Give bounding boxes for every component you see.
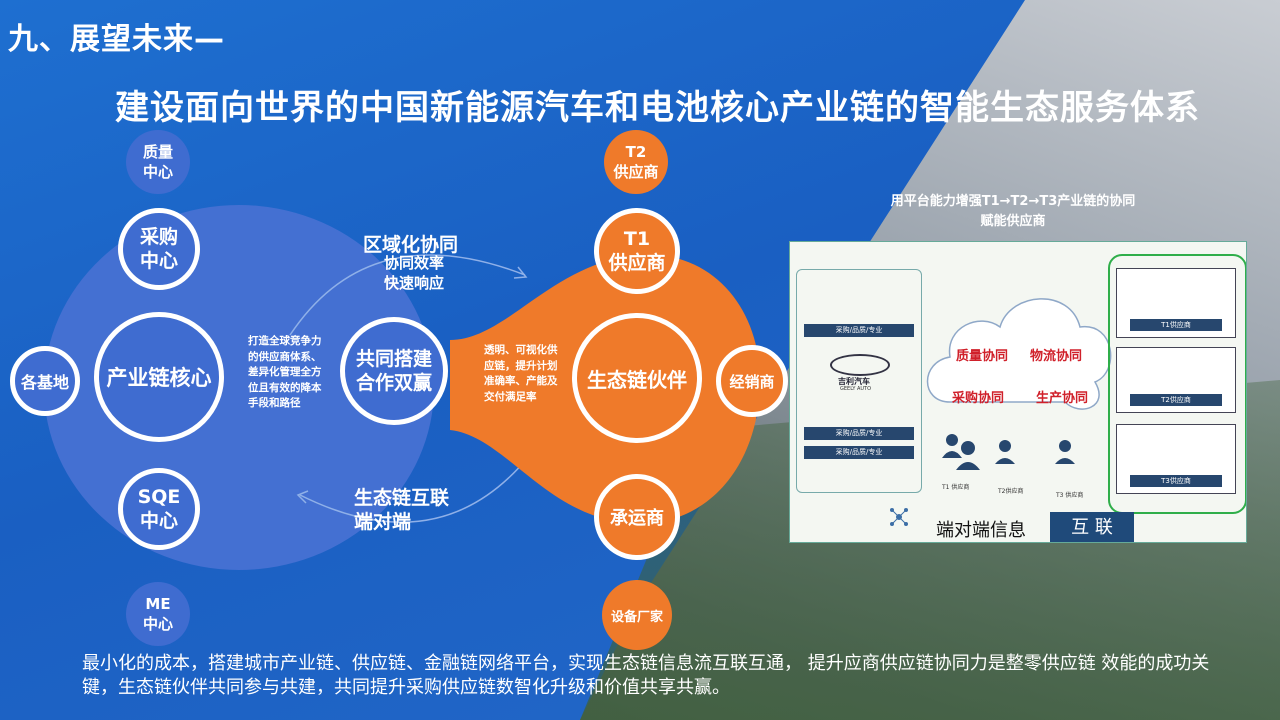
- cloud-label-production: 生产协同: [1036, 391, 1089, 406]
- geely-logo-text: 吉利汽车: [838, 377, 870, 386]
- equipment-vendor-circle: 设备厂家: [602, 580, 672, 650]
- geely-logo-icon: [830, 354, 890, 376]
- people-icons: [942, 434, 1075, 470]
- footer-badge: 互 联: [1050, 512, 1134, 542]
- bottom-summary: 最小化的成本，搭建城市产业链、供应链、金融链网络平台，实现生态链信息流互联互通，…: [82, 653, 1210, 698]
- bases-circle: 各基地: [10, 346, 80, 416]
- regional-collab-title: 区域化协同: [363, 234, 459, 256]
- cloud-label-quality: 质量协同: [956, 349, 1009, 364]
- cloud-label-logistics: 物流协同: [1030, 349, 1083, 364]
- ecosystem-partner-circle: 生态链伙伴: [572, 313, 702, 443]
- section-title: 九、展望未来—: [8, 22, 225, 57]
- carrier-circle: 承运商: [594, 474, 680, 560]
- cloud-label-procurement: 采购协同: [952, 391, 1005, 406]
- people-label-t3: T3 供应商: [1056, 492, 1084, 499]
- me-center-circle: ME 中心: [126, 582, 190, 646]
- tier-group-box: [1108, 254, 1246, 514]
- ecosystem-e2e-title: 生态链互联 端对端: [354, 487, 450, 533]
- t1-supplier-circle: T1 供应商: [594, 208, 680, 294]
- left-bar-1: 采购/品质/专业: [804, 324, 914, 337]
- main-title: 建设面向世界的中国新能源汽车和电池核心产业链的智能生态服务体系: [115, 88, 1200, 128]
- tier1-bar: T1供应商: [1130, 319, 1222, 331]
- collaboration-center-circle: 共同搭建 合作双赢: [340, 317, 448, 425]
- procurement-center-circle: 采购 中心: [118, 208, 200, 290]
- t2-supplier-circle: T2 供应商: [604, 130, 668, 194]
- tier3-bar: T3供应商: [1130, 475, 1222, 487]
- circular-arrows: [289, 254, 531, 523]
- sqe-center-circle: SQE 中心: [118, 468, 200, 550]
- panel-caption: 用平台能力增强T1→T2→T3产业链的协同 赋能供应商: [890, 194, 1136, 229]
- tier2-bar: T2供应商: [1130, 394, 1222, 406]
- industry-chain-core-circle: 产业链核心: [94, 312, 224, 442]
- people-label-t2: T2供应商: [998, 488, 1024, 495]
- left-bar-2: 采购/品质/专业: [804, 427, 914, 440]
- regional-collab-subtitle: 协同效率 快速响应: [384, 254, 445, 292]
- dealer-circle: 经销商: [716, 345, 788, 417]
- enterprise-group-box: [796, 269, 922, 493]
- left-bar-3: 采购/品质/专业: [804, 446, 914, 459]
- left-description: 打造全球竞争力的供应商体系、差异化管理全方位且有效的降本手段和路径: [248, 335, 322, 409]
- right-description: 透明、可视化供应链，提升计划准确率、产能及交付满足率: [484, 344, 558, 403]
- network-icon: [890, 508, 908, 526]
- people-label-t1: T1 供应商: [942, 484, 970, 491]
- cloud-icon: [926, 298, 1112, 410]
- collaboration-platform-panel: 采购/品质/专业 吉利汽车 GEELY AUTO 采购/品质/专业 采购/品质/…: [789, 241, 1247, 543]
- footer-text: 端对端信息: [936, 520, 1026, 541]
- quality-center-circle: 质量 中心: [126, 130, 190, 194]
- geely-logo-subtext: GEELY AUTO: [840, 386, 872, 392]
